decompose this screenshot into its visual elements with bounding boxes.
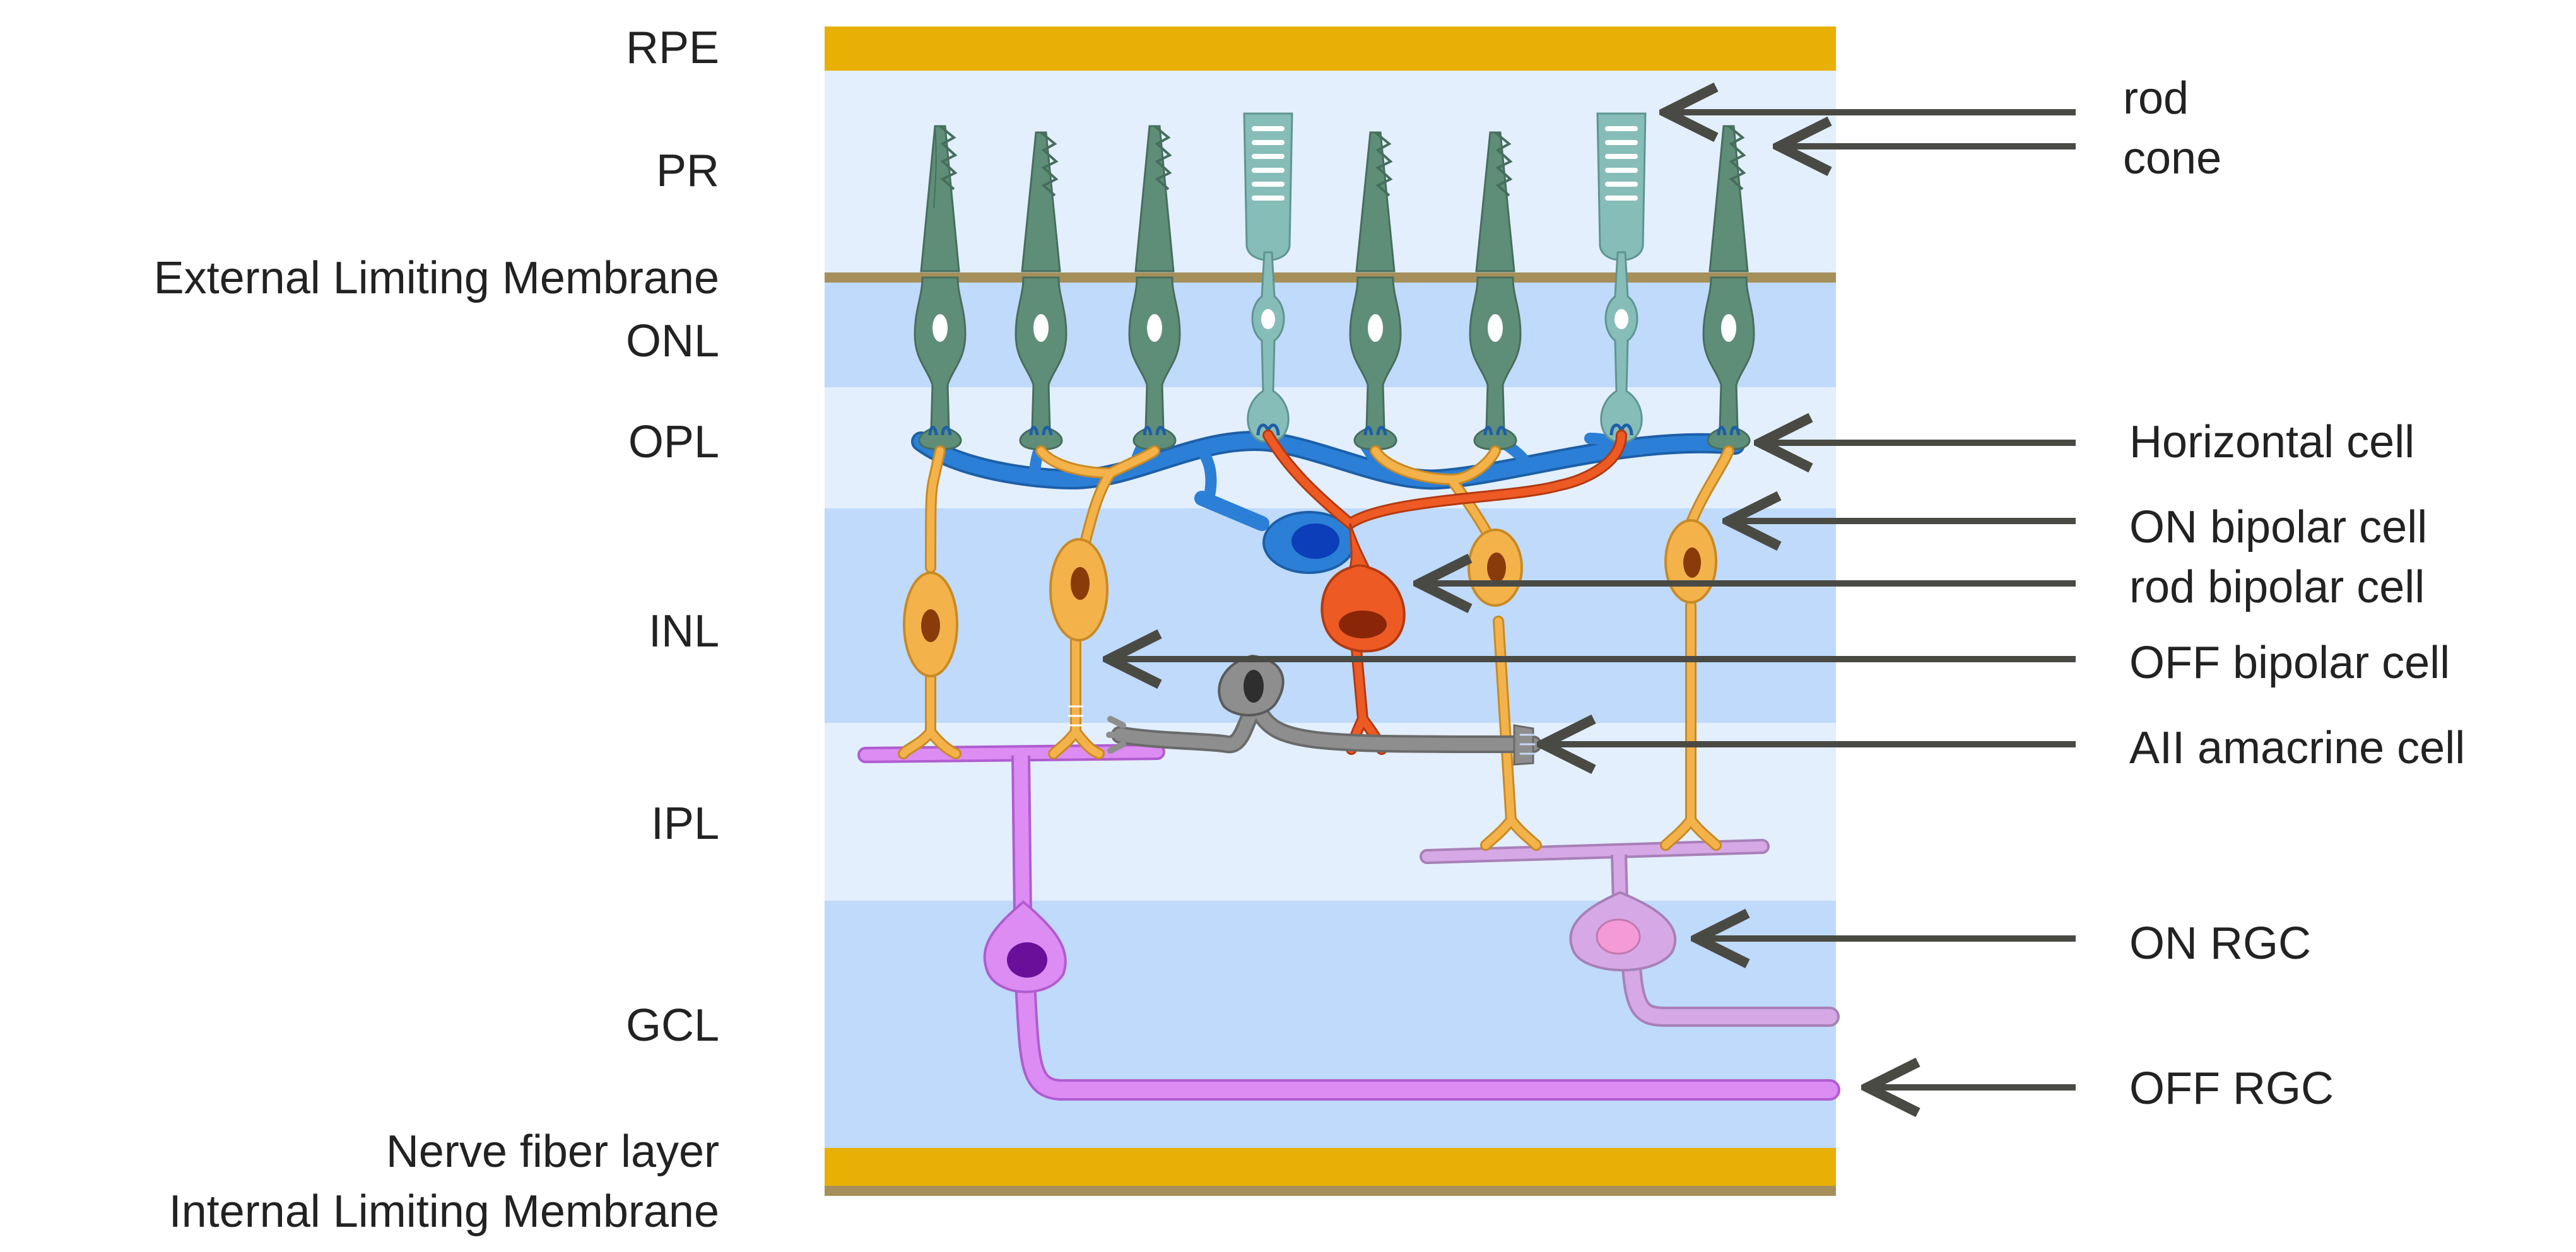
off-bipolar-cell-1 (898, 445, 962, 759)
cell-label-aii-amacrine: AII amacrine cell (2129, 723, 2465, 773)
cell-label-on-bipolar: ON bipolar cell (2129, 502, 2427, 553)
layer-label-ilm: Internal Limiting Membrane (169, 1186, 719, 1237)
cell-label-horizontal: Horizontal cell (2129, 417, 2414, 467)
layer-labels: RPE PR External Limiting Membrane ONL OP… (154, 23, 719, 1237)
photoreceptors (914, 112, 1755, 450)
cone-cell (1702, 125, 1755, 450)
rpe-band (825, 26, 1836, 71)
layer-label-gcl: GCL (626, 1000, 719, 1051)
layer-label-opl: OPL (628, 417, 719, 467)
pr-band (825, 71, 1836, 272)
cell-label-rod: rod (2123, 73, 2189, 124)
layer-label-nfl: Nerve fiber layer (386, 1126, 719, 1177)
cell-label-off-bipolar: OFF bipolar cell (2129, 638, 2450, 688)
off-rgc-nucleus (1007, 942, 1047, 978)
layer-label-elm: External Limiting Membrane (154, 253, 719, 303)
rod-bipolar-cell (1262, 430, 1627, 755)
aii-amacrine-cell (1106, 654, 1542, 766)
cell-label-off-rgc: OFF RGC (2129, 1063, 2334, 1114)
onl-band (825, 272, 1836, 387)
cell-labels: rod cone Horizontal cell ON bipolar cell… (2123, 73, 2465, 1114)
on-rgc-cell (1420, 839, 1840, 1027)
layer-label-ipl: IPL (651, 799, 719, 849)
on-rgc-nucleus (1596, 918, 1641, 955)
layer-label-rpe: RPE (626, 23, 719, 73)
layer-label-onl: ONL (626, 316, 719, 366)
cone-cell (914, 125, 967, 450)
layer-label-inl: INL (649, 606, 719, 657)
cone-cell (1015, 131, 1067, 450)
layer-label-pr: PR (656, 146, 719, 196)
nfl-band (825, 1148, 1836, 1186)
cone-cell (1469, 131, 1522, 450)
cell-label-cone: cone (2123, 133, 2221, 184)
rod-cell (1596, 112, 1647, 443)
elm-line (825, 272, 1836, 283)
off-bipolar-cell-2 (1035, 445, 1160, 759)
cell-label-on-rgc: ON RGC (2129, 918, 2311, 969)
pointer-arrows (1109, 112, 2076, 1087)
rod-cell (1243, 112, 1293, 443)
ilm-line (825, 1186, 1836, 1196)
cone-cell (1128, 125, 1181, 450)
cone-cell (1349, 131, 1402, 450)
horizontal-cell-nucleus (1291, 524, 1339, 559)
cell-label-rod-bipolar: rod bipolar cell (2129, 562, 2425, 612)
